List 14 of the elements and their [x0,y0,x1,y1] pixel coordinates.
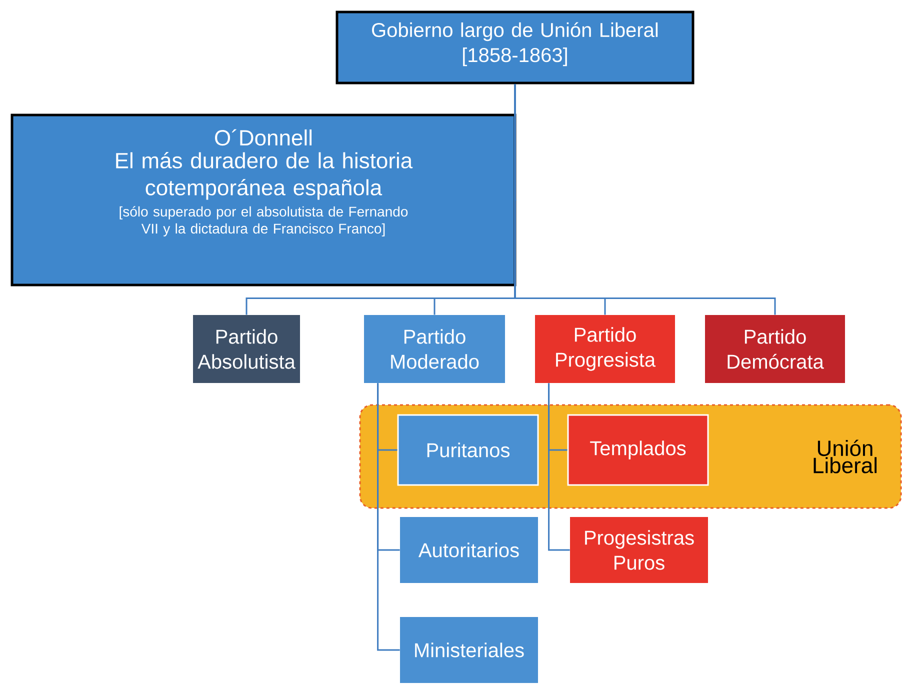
faction-box: Progesistras Puros [570,517,708,583]
connector [514,84,776,315]
faction-box: Templados [567,414,709,486]
faction-box: Ministeriales [400,617,538,683]
party-box: Partido Demócrata [705,315,845,383]
party-box: Partido Moderado [364,315,505,383]
connector [548,383,570,551]
party-box: Partido Absolutista [193,315,300,383]
title-box: Gobierno largo de Unión Liberal [1858-1863] [336,10,694,84]
info-box: O´Donnell El más duradero de la historia cotemporánea española [sólo superado por el absolutista de Fernando VII y la dictadura de Francisco Franco] [10,114,516,286]
faction-box: Puritanos [397,414,539,486]
party-box: Partido Progresista [535,315,675,383]
connector [377,383,400,651]
faction-box: Autoritarios [400,517,538,583]
